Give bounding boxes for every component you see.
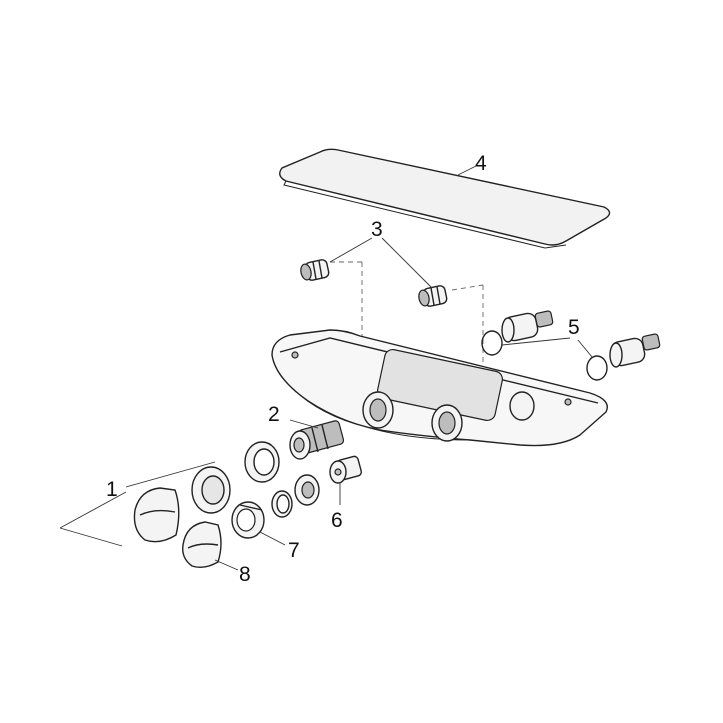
label-7: 7 xyxy=(288,539,300,562)
part-5-connector-a xyxy=(481,310,554,356)
label-1: 1 xyxy=(106,478,118,501)
ring-sleeve-small xyxy=(294,474,320,506)
part-3-check-valve-a xyxy=(300,259,330,281)
ring-nut-large xyxy=(244,441,280,483)
label-3: 3 xyxy=(371,218,383,241)
thermostat-body xyxy=(271,329,608,447)
leader-1a xyxy=(125,461,216,488)
part-1-handle xyxy=(133,487,180,543)
part-8-handle xyxy=(182,521,222,569)
label-6: 6 xyxy=(331,509,343,532)
part-5-connector-b xyxy=(586,333,661,381)
leader-3b xyxy=(381,237,433,289)
part-4-cover-plate xyxy=(279,148,611,249)
ring-sleeve-thin xyxy=(271,490,293,518)
leader-5b xyxy=(577,339,593,358)
label-5: 5 xyxy=(568,316,580,339)
leader-1c xyxy=(59,527,123,547)
ring-adapter-1 xyxy=(191,466,231,514)
part-2-cartridge xyxy=(289,420,345,460)
leader-8 xyxy=(214,559,239,571)
leader-1b xyxy=(59,491,127,529)
part-7-adapter-ring xyxy=(231,501,265,539)
leader-5a xyxy=(501,337,571,346)
part-6-shutoff-cartridge xyxy=(329,455,363,484)
leader-7 xyxy=(259,531,286,546)
leader-4 xyxy=(457,165,477,176)
leader-2 xyxy=(289,419,319,429)
part-3-check-valve-b xyxy=(418,285,448,307)
label-2: 2 xyxy=(268,403,280,426)
label-8: 8 xyxy=(239,563,251,586)
leader-3a xyxy=(329,237,373,263)
label-4: 4 xyxy=(475,152,487,175)
